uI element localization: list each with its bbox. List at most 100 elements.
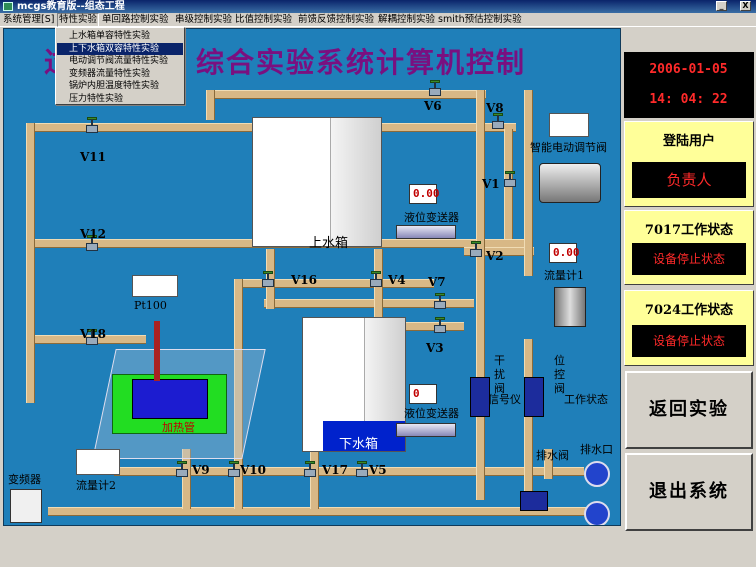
valve-v16[interactable] [262, 271, 274, 288]
status-7024-value: 设备停止状态 [632, 325, 746, 357]
menu-bar: 系统管理[S] 特性实验 单回路控制实验 串级控制实验 比值控制实验 前馈反馈控… [0, 13, 756, 27]
valve-v3-label: V3 [426, 341, 444, 355]
level-transmitter-1 [396, 225, 456, 239]
inverter-label: 变频器 [8, 473, 41, 486]
dropdown-item-pressure[interactable]: 压力特性实验 [69, 93, 124, 104]
diagram-title-main: 综合实验系统计算机控制 [196, 46, 527, 79]
upper-tank-label: 上水箱 [309, 236, 349, 251]
flowmeter-2-readout [76, 449, 120, 475]
drain-valve-label: 排水阀 [536, 449, 569, 462]
valve-v1-label: V1 [482, 177, 500, 191]
lower-tank-label: 下水箱 [339, 437, 379, 452]
valve-v18[interactable] [86, 329, 98, 346]
lower-tank-water [323, 421, 405, 451]
position-valve [524, 377, 544, 417]
valve-v8[interactable] [492, 113, 504, 130]
signal-instrument-label: 信号仪 [488, 393, 521, 406]
menu-decoupling[interactable]: 解耦控制实验 [378, 14, 436, 25]
drain-outlet-label: 排水口 [580, 443, 613, 456]
valve-v17[interactable] [304, 461, 316, 478]
interference-valve [470, 377, 490, 417]
pipe-right-main [476, 90, 485, 500]
regulator-readout [549, 113, 589, 137]
valve-v6-label: V6 [424, 99, 442, 113]
pipe-right-2 [524, 90, 533, 276]
valve-v7[interactable] [434, 293, 446, 310]
menu-cascade[interactable]: 串级控制实验 [175, 14, 233, 25]
process-diagram: 过综合实验系统计算机控制 上水箱 下水箱 加热管 Pt100 0.00 液位变送… [3, 28, 621, 526]
valve-v11-label: V11 [80, 150, 107, 164]
menu-system[interactable]: 系统管理[S] [3, 14, 55, 25]
dropdown-item-valve-flow[interactable]: 电动调节阀流量特性实验 [69, 56, 169, 66]
valve-v4[interactable] [370, 271, 382, 288]
pipe-v16-line [234, 279, 434, 288]
return-experiment-button[interactable]: 返回实验 [625, 371, 753, 449]
drain-pump [520, 491, 548, 511]
valve-v17-label: V17 [322, 463, 349, 477]
pt100-label: Pt100 [134, 299, 167, 312]
drain-arrow-right-icon[interactable] [584, 461, 610, 487]
pipe-v4-drop [374, 249, 383, 329]
dropdown-item-single-tank[interactable]: 上水箱单容特性实验 [69, 31, 151, 41]
valve-v7-label: V7 [428, 275, 446, 289]
menu-characteristic[interactable]: 特性实验 [57, 13, 100, 27]
valve-v4-label: V4 [388, 273, 406, 287]
regulator-label: 智能电动调节阀 [530, 141, 607, 154]
lower-tank [302, 317, 406, 452]
level-readout-1: 0.00 [409, 184, 440, 204]
flowmeter-1-label: 流量计1 [544, 269, 584, 282]
login-panel: 登陆用户 负责人 [624, 121, 754, 207]
valve-v16-label: V16 [291, 273, 318, 287]
pipe-left-riser [206, 90, 215, 120]
level-readout-2: 0 [409, 384, 437, 404]
valve-v9[interactable] [176, 461, 188, 478]
pipe-mid-drop [234, 279, 243, 509]
exit-system-button[interactable]: 退出系统 [625, 453, 753, 531]
pipe-left-main [26, 123, 35, 403]
pipe-v7-line [264, 299, 474, 308]
menu-smith[interactable]: smith预估控制实验 [438, 14, 522, 25]
valve-v10[interactable] [228, 461, 240, 478]
pipe-v2-line [464, 247, 534, 256]
minimize-button[interactable]: _ [716, 1, 727, 11]
valve-v1[interactable] [504, 171, 516, 188]
valve-v2[interactable] [470, 241, 482, 258]
pt100-probe [154, 321, 160, 381]
flow-readout: 0.00 [549, 243, 580, 263]
window-title: mcgs教育版--组态工程 [17, 1, 125, 12]
menu-single-loop[interactable]: 单回路控制实验 [102, 14, 169, 25]
dropdown-item-double-tank[interactable]: 上下水箱双容特性实验 [57, 42, 183, 55]
valve-v11[interactable] [86, 117, 98, 134]
valve-v12-label: V12 [80, 227, 107, 241]
valve-v9-label: V9 [192, 463, 210, 477]
pt100-readout [132, 275, 178, 297]
status-7024-panel: 7024工作状态 设备停止状态 [624, 290, 754, 366]
close-button[interactable]: X [740, 1, 751, 11]
valve-v18-label: V18 [80, 327, 107, 341]
valve-v12[interactable] [86, 235, 98, 252]
valve-v3[interactable] [434, 317, 446, 334]
status-7017-title: 7017工作状态 [644, 223, 734, 238]
flowmeter-1 [554, 287, 586, 327]
pipe-v9-drop [182, 449, 191, 509]
inverter-box [10, 489, 42, 523]
dropdown-item-inverter-flow[interactable]: 变频器流量特性实验 [69, 68, 151, 79]
login-user[interactable]: 负责人 [632, 162, 746, 198]
menu-feedforward[interactable]: 前馈反馈控制实验 [298, 14, 375, 25]
menu-ratio[interactable]: 比值控制实验 [235, 14, 293, 25]
valve-v8-label: V8 [486, 101, 504, 115]
time-display: 14: 04: 22 [626, 86, 751, 114]
pipe-bottom [114, 467, 584, 476]
valve-v5[interactable] [356, 461, 368, 478]
valve-v2-label: V2 [486, 249, 504, 263]
title-bar: mcgs教育版--组态工程 _ X [0, 0, 756, 13]
status-7017-panel: 7017工作状态 设备停止状态 [624, 210, 754, 285]
valve-v5-label: V5 [369, 463, 387, 477]
interference-valve-label: 干扰阀 [494, 354, 505, 395]
drain-arrow-left-icon[interactable] [584, 501, 610, 525]
regulator-valve [539, 163, 601, 203]
valve-v6[interactable] [429, 80, 441, 97]
heater-label: 加热管 [162, 421, 195, 434]
status-7017-value: 设备停止状态 [632, 243, 746, 275]
dropdown-item-boiler-temp[interactable]: 锅炉内胆温度特性实验 [69, 81, 160, 91]
